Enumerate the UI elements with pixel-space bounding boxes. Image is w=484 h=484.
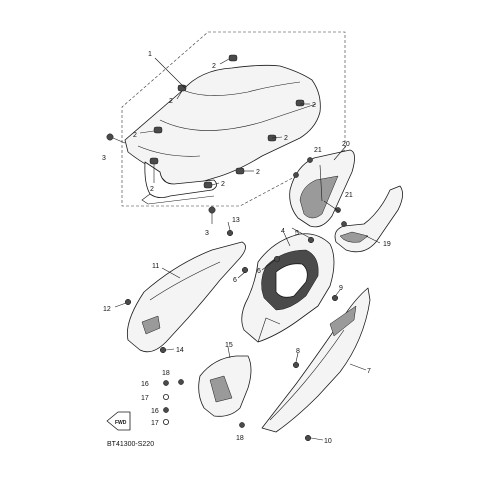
grommet-icon	[149, 157, 159, 165]
bolt-part-12[interactable]	[124, 298, 132, 306]
callout-6: 6	[257, 268, 261, 275]
battery-box[interactable]	[198, 355, 252, 417]
callout-12: 12	[103, 306, 111, 313]
bolt-icon	[341, 221, 347, 227]
callout-2: 2	[256, 169, 260, 176]
grab-bar[interactable]	[334, 185, 403, 253]
screw-icon	[304, 434, 312, 442]
left-side-cover[interactable]	[126, 241, 246, 353]
callout-2: 2	[221, 181, 225, 188]
grommet-icon	[203, 181, 213, 189]
bolt-icon	[163, 407, 169, 413]
grommet-icon	[295, 99, 305, 107]
washer-icon	[162, 393, 169, 400]
screw-part-10[interactable]	[304, 434, 312, 442]
screw-part-13[interactable]	[226, 229, 234, 237]
forward-label: FWD	[115, 420, 127, 426]
bolt-part-6-left[interactable]	[241, 266, 249, 274]
bolt-part-6-right[interactable]	[273, 255, 281, 263]
bolt-icon	[208, 206, 216, 214]
bolt-part-3-lower[interactable]	[208, 206, 216, 224]
callout-16: 16	[151, 408, 159, 415]
right-side-cover[interactable]	[261, 287, 371, 433]
screw-icon	[331, 294, 339, 302]
callout-16: 16	[141, 381, 149, 388]
callout-6: 6	[233, 277, 237, 284]
screw-part-14[interactable]	[159, 346, 167, 354]
bolt-part-3-upper[interactable]	[106, 133, 126, 144]
leader-lines	[114, 57, 381, 441]
bolt-icon	[124, 298, 132, 306]
callout-2: 2	[133, 132, 137, 139]
callout-9: 9	[339, 285, 343, 292]
rear-tail-cowl[interactable]	[241, 233, 335, 343]
callout-3: 3	[102, 155, 106, 162]
callout-21: 21	[314, 147, 322, 154]
callout-8: 8	[296, 348, 300, 355]
callout-14: 14	[176, 347, 184, 354]
callout-1: 1	[148, 51, 152, 58]
seat-assembly-outline	[121, 31, 346, 207]
washer-icon	[162, 418, 169, 425]
callout-17: 17	[141, 395, 149, 402]
washer-part-17[interactable]	[162, 393, 169, 425]
callout-15: 15	[225, 342, 233, 349]
bolt-icon	[241, 266, 249, 274]
bolt-icon	[106, 133, 114, 141]
callout-19: 19	[383, 241, 391, 248]
screw-icon	[292, 361, 300, 369]
screw-icon	[226, 229, 234, 237]
callout-13: 13	[232, 217, 240, 224]
grommet-icon	[235, 167, 245, 175]
callout-4: 4	[281, 228, 285, 235]
nut-icon	[178, 379, 184, 385]
callout-3: 3	[205, 230, 209, 237]
screw-icon	[307, 236, 315, 244]
bolt-part-16[interactable]	[163, 380, 169, 413]
screw-part-9[interactable]	[331, 294, 339, 302]
callout-labels: 1 2 2 2 2 2 2 2 2 3 3 4 5 6 6 7 8 9 10 1…	[102, 51, 391, 445]
screw-icon	[159, 346, 167, 354]
callout-11: 11	[152, 263, 159, 270]
callout-10: 10	[324, 438, 332, 445]
callout-2: 2	[312, 102, 316, 109]
bolt-icon	[163, 380, 169, 386]
nut-icon	[239, 422, 245, 428]
callout-18: 18	[236, 435, 244, 442]
screw-part-8[interactable]	[292, 361, 300, 369]
grommet-icon	[228, 54, 238, 62]
callout-18: 18	[162, 370, 170, 377]
bolt-icon	[307, 157, 313, 163]
bolt-icon	[293, 172, 299, 178]
seat-lock-bracket[interactable]	[289, 149, 355, 228]
callout-5: 5	[295, 230, 299, 237]
forward-arrow-icon	[106, 411, 131, 431]
callout-20: 20	[342, 141, 350, 148]
forward-direction-marker: FWD	[106, 411, 131, 431]
drawing-code: BT41300-S220	[107, 441, 154, 448]
nut-part-18[interactable]	[178, 379, 245, 428]
callout-2: 2	[169, 98, 173, 105]
callout-7: 7	[367, 368, 371, 375]
callout-17: 17	[151, 420, 159, 427]
bolt-icon	[273, 255, 281, 263]
callout-21: 21	[345, 192, 353, 199]
callout-2: 2	[284, 135, 288, 142]
callout-2: 2	[150, 186, 154, 193]
seat[interactable]	[124, 64, 321, 205]
screw-part-5[interactable]	[307, 236, 315, 244]
callout-2: 2	[212, 63, 216, 70]
grommet-icon	[153, 126, 163, 134]
